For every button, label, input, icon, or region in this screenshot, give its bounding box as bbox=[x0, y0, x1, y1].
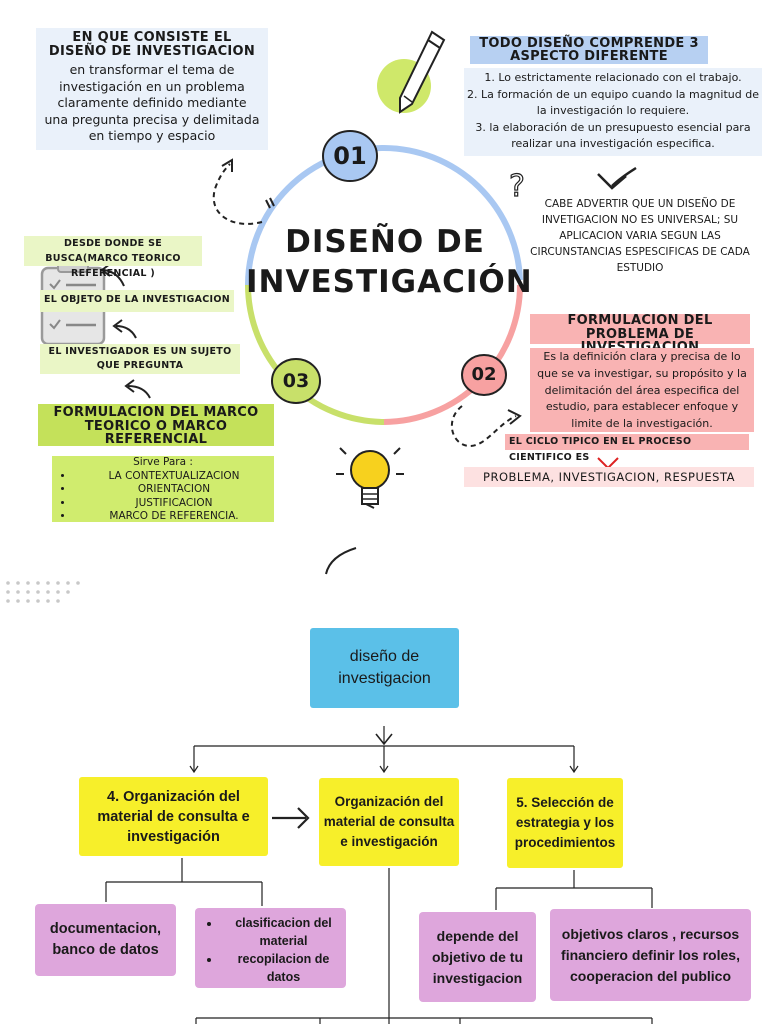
pencil-icon bbox=[377, 30, 446, 114]
bubble-03 bbox=[271, 358, 321, 404]
objeto-label: EL OBJETO DE LA INVESTIGACION bbox=[40, 290, 234, 312]
lightbulb-icon bbox=[336, 447, 404, 509]
flow-doc-label: documentacion, banco de datos bbox=[49, 921, 162, 958]
arrow-down-curve bbox=[611, 166, 637, 187]
list-item: clasificacion del material bbox=[221, 914, 346, 950]
flow-dep-label: depende del objetivo de tu investigacion bbox=[432, 927, 523, 986]
dot-grid-decoration bbox=[6, 581, 80, 603]
problema-label: PROBLEMA, INVESTIGACION, RESPUESTA bbox=[464, 467, 754, 487]
center-title: DISEÑO DE INVESTIGACIÓN bbox=[246, 224, 533, 300]
marco-title: FORMULACION DEL MARCO TEORICO O MARCO RE… bbox=[38, 404, 274, 446]
desde-label: DESDE DONDE SE BUSCA(MARCO TEORICO REFER… bbox=[24, 236, 202, 279]
flow-doc-box: documentacion, banco de datos bbox=[35, 904, 176, 976]
step-number-02: 02 bbox=[471, 364, 497, 385]
circle-arc-pink bbox=[383, 284, 523, 425]
dashed-arrow-right bbox=[451, 405, 517, 448]
investigador-label: EL INVESTIGADOR ES UN SUJETO QUE PREGUNT… bbox=[40, 344, 240, 374]
formulacion-title: FORMULACION DEL PROBLEMA DE INVESTIGACIO… bbox=[530, 314, 750, 354]
flow-root-box: diseño de investigacion bbox=[310, 628, 459, 708]
advertir-note: CABE ADVERTIR QUE UN DISEÑO DE INVETIGAC… bbox=[530, 198, 750, 274]
flow-obj-box: objetivos claros , recursos financiero d… bbox=[550, 909, 751, 1001]
consiste-title: EN QUE CONSISTE EL DISEÑO DE INVESTIGACI… bbox=[48, 30, 256, 59]
todo-title: TODO DISEÑO COMPRENDE 3 ASPECTO DIFERENT… bbox=[470, 36, 708, 64]
flow-left-label: 4. Organización del material de consulta… bbox=[97, 788, 250, 845]
circle-arc-lime bbox=[245, 284, 385, 425]
list-item: JUSTIFICACION bbox=[74, 497, 274, 511]
swoosh-decoration bbox=[325, 547, 357, 575]
flow-clas-box: clasificacion del material recopilacion … bbox=[195, 908, 346, 988]
flow-connectors bbox=[105, 726, 653, 1024]
flow-mid-box: Organización del material de consulta e … bbox=[319, 778, 459, 866]
consiste-card: EN QUE CONSISTE EL DISEÑO DE INVESTIGACI… bbox=[36, 28, 268, 150]
flow-mid-label: Organización del material de consulta e … bbox=[323, 794, 455, 849]
curved-arrow-2 bbox=[115, 325, 137, 339]
list-item: recopilacion de datos bbox=[221, 950, 346, 986]
todo-item: 1. Lo estrictamente relacionado con el t… bbox=[484, 71, 742, 84]
curved-arrow-3 bbox=[127, 385, 151, 399]
bubble-02 bbox=[461, 354, 507, 396]
flow-left-box: 4. Organización del material de consulta… bbox=[79, 777, 268, 856]
step-number-01: 01 bbox=[333, 142, 367, 170]
flow-obj-label: objetivos claros , recursos financiero d… bbox=[561, 925, 740, 984]
flow-root-label: diseño de investigacion bbox=[338, 648, 431, 687]
todo-list: 1. Lo estrictamente relacionado con el t… bbox=[464, 68, 762, 156]
flow-clas-list: clasificacion del material recopilacion … bbox=[195, 914, 346, 986]
curved-arrow-1 bbox=[103, 269, 125, 287]
sirve-list: LA CONTEXTUALIZACION ORIENTACION JUSTIFI… bbox=[52, 470, 274, 524]
list-item: LA CONTEXTUALIZACION bbox=[74, 470, 274, 484]
list-item: MARCO DE REFERENCIA. bbox=[74, 510, 274, 524]
flow-right-label: 5. Selección de estrategia y los procedi… bbox=[514, 795, 616, 850]
sirve-label: Sirve Para : bbox=[133, 456, 193, 468]
question-mark-icon: ? bbox=[509, 169, 525, 204]
formulacion-text: Es la definición clara y precisa de lo q… bbox=[530, 348, 754, 432]
list-item: ORIENTACION bbox=[74, 483, 274, 497]
todo-item: 2. La formación de un equipo cuando la m… bbox=[467, 87, 759, 118]
sirve-card: Sirve Para : LA CONTEXTUALIZACION ORIENT… bbox=[52, 456, 274, 522]
ciclo-label: EL CICLO TIPICO EN EL PROCESO CIENTIFICO… bbox=[505, 434, 749, 463]
bubble-01 bbox=[322, 130, 378, 182]
consiste-text: en transformar el tema de investigación … bbox=[44, 62, 260, 143]
flow-dep-box: depende del objetivo de tu investigacion bbox=[419, 912, 536, 1002]
todo-item: 3. la elaboración de un presupuesto esen… bbox=[475, 120, 751, 151]
step-number-03: 03 bbox=[282, 370, 310, 392]
dashed-arrow-up bbox=[212, 163, 263, 225]
circle-arc-blue bbox=[383, 145, 523, 281]
flow-right-box: 5. Selección de estrategia y los procedi… bbox=[507, 778, 623, 868]
